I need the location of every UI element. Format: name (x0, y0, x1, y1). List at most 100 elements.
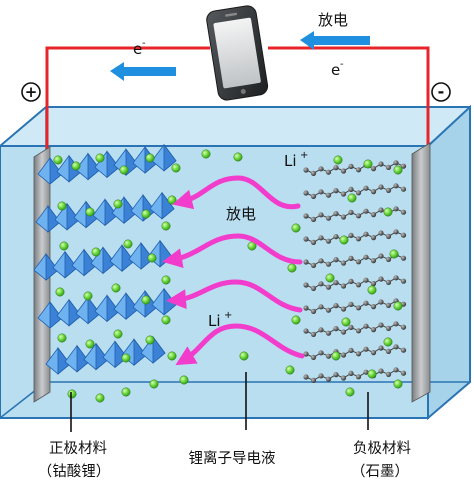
carbon-atom (363, 369, 369, 375)
li-ion (167, 195, 177, 205)
carbon-atom (318, 281, 324, 287)
li-ion (123, 239, 133, 249)
li-ion (285, 365, 295, 375)
external-circuit (45, 46, 430, 158)
carbon-atom (400, 370, 407, 376)
li-ion (167, 351, 177, 361)
carbon-atom (385, 256, 392, 262)
ion-flow-arrow (166, 279, 303, 313)
discharge-label-mid: 放电 (226, 205, 256, 223)
octahedron-face (83, 248, 97, 277)
li-ion (347, 193, 357, 203)
carbon-atom (378, 184, 384, 190)
carbon-atom (340, 168, 347, 174)
li-ion (345, 387, 355, 397)
octahedron-face (152, 335, 166, 364)
li-ion (367, 369, 377, 379)
carbon-atom (310, 308, 317, 314)
carbon-atom (340, 191, 347, 197)
carbon-atom (400, 255, 407, 261)
octahedron-face (106, 150, 120, 179)
li-ion (53, 155, 63, 165)
ion-flow-arrow (162, 233, 303, 269)
carbon-atom (310, 193, 317, 199)
cathode-layer (35, 191, 175, 233)
carbon-atom (355, 282, 362, 288)
carbon-atom (370, 258, 377, 264)
octahedron-face (87, 152, 101, 181)
carbon-atom (303, 213, 309, 219)
graphite-layer (303, 344, 407, 360)
carbon-atom (318, 235, 324, 241)
li-ion (85, 339, 95, 349)
carbon-atom (318, 212, 324, 218)
carbon-atom (318, 304, 324, 310)
carbon-atom (303, 305, 309, 311)
li-ion (393, 379, 403, 389)
ion-flow-arrows (162, 175, 305, 366)
carbon-atom (303, 167, 309, 173)
carbon-atom (303, 374, 309, 380)
carbon-atom (310, 262, 317, 268)
li-ion (233, 152, 243, 162)
carbon-atom (333, 211, 339, 217)
octahedron-face (68, 298, 82, 327)
carbon-atom (355, 190, 362, 196)
carbon-atom (370, 327, 377, 333)
carbon-atom (363, 300, 369, 306)
octahedron-face (125, 147, 139, 177)
carbon-atom (310, 285, 317, 291)
li-ion (83, 291, 93, 301)
carbon-atom (370, 235, 377, 241)
carbon-atom (355, 351, 362, 357)
li-ion (119, 165, 129, 175)
electron-arrow-left (110, 62, 176, 81)
li-ion (393, 301, 403, 311)
carbon-atom (310, 377, 317, 383)
octahedron-face (140, 241, 154, 270)
carbon-atom (325, 169, 332, 175)
carbon-atom (385, 348, 392, 354)
phone-icon (206, 5, 269, 101)
ion-flow-arrow (172, 175, 301, 210)
carbon-atom (363, 208, 369, 214)
carbon-atom (370, 166, 377, 172)
carbon-atom (400, 278, 407, 284)
cathode-sublabel: （钴酸锂） (38, 463, 111, 480)
carbon-atom (385, 233, 392, 239)
carbon-atom (400, 347, 407, 353)
octahedron-face (76, 344, 90, 373)
carbon-atom (348, 255, 354, 261)
li-ion (363, 159, 373, 169)
octahedron-face (57, 346, 71, 375)
li-ion (55, 287, 65, 297)
carbon-atom (378, 368, 384, 374)
negative-terminal-label: - (438, 82, 445, 101)
carbon-atom (348, 324, 354, 330)
li-ion (161, 275, 171, 285)
carbon-atom (370, 212, 377, 218)
li-ion (113, 199, 123, 209)
carbon-atom (385, 187, 392, 193)
li-ion (145, 335, 155, 345)
graphite-layer (303, 367, 407, 383)
carbon-atom (385, 164, 392, 170)
carbon-atom (348, 347, 354, 353)
carbon-atom (318, 373, 324, 379)
carbon-atom (400, 186, 407, 192)
carbon-atom (318, 350, 324, 356)
carbon-atom (333, 326, 339, 332)
carbon-atom (393, 160, 399, 166)
li-ion (91, 247, 101, 257)
carbon-atom (325, 376, 332, 382)
carbon-atom (340, 352, 347, 358)
carbon-atom (340, 260, 347, 266)
li-ion (333, 155, 343, 165)
carbon-atom (318, 258, 324, 264)
graphite-layer (303, 298, 407, 314)
carbon-atom (303, 259, 309, 265)
carbon-atom (325, 261, 332, 267)
li-ion-label-mid: Li (208, 312, 221, 330)
carbon-atom (303, 328, 309, 334)
